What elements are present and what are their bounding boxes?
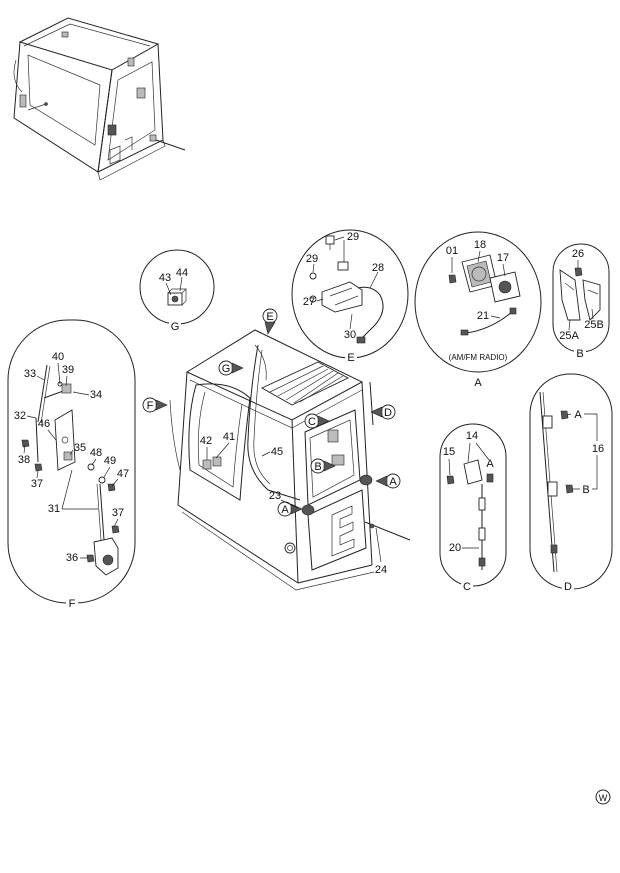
view-marker-b: B — [310, 458, 336, 474]
roof-hatch — [261, 361, 349, 406]
detail-view-d: A 16 B D — [529, 373, 613, 593]
callout-30: 30 — [344, 329, 356, 341]
callout-b: B — [582, 484, 589, 496]
view-marker-d: D — [370, 404, 396, 420]
callout-34: 34 — [90, 389, 102, 401]
callout-20: 20 — [449, 542, 461, 554]
detail-view-b: 26 25A 25B B — [552, 243, 610, 360]
callout-40: 40 — [52, 351, 64, 363]
view-marker-e: E — [262, 308, 278, 335]
callout-25b: 25B — [584, 319, 604, 331]
marker-label: A — [281, 504, 289, 516]
callout-37-lower: 37 — [112, 507, 124, 519]
callout-48: 48 — [90, 447, 102, 459]
callout-27: 27 — [303, 296, 315, 308]
view-marker-f: F — [142, 397, 168, 413]
detail-view-a: 01 18 17 21 (AM/FM RADIO) A — [414, 231, 542, 389]
callout-35: 35 — [74, 442, 86, 454]
callout-23: 23 — [269, 490, 281, 502]
marker-label: B — [314, 461, 321, 473]
detail-view-f: 33 40 39 34 32 46 38 35 48 49 37 47 31 3… — [7, 319, 136, 610]
view-tag-e: E — [347, 352, 354, 364]
callout-25a: 25A — [559, 330, 579, 342]
view-tag-f: F — [69, 598, 76, 610]
callout-49: 49 — [104, 455, 116, 467]
callout-45: 45 — [271, 446, 283, 458]
view-tag-a: A — [474, 377, 482, 389]
callout-14: 14 — [466, 430, 478, 442]
detail-view-e: 29 29 28 27 30 E — [291, 229, 409, 364]
view-tag-d: D — [564, 581, 572, 593]
callout-37-upper: 37 — [31, 478, 43, 490]
marker-label: G — [222, 363, 231, 375]
callout-16: 16 — [592, 443, 604, 455]
main-callouts: 42 41 45 23 24 — [200, 431, 387, 576]
callout-39: 39 — [62, 364, 74, 376]
detail-view-g: 43 44 G — [139, 249, 215, 333]
callout-38: 38 — [18, 454, 30, 466]
callout-24: 24 — [375, 564, 387, 576]
main-cab-assembly — [169, 329, 411, 591]
marker-label: D — [384, 407, 392, 419]
callout-21: 21 — [477, 310, 489, 322]
callout-26: 26 — [572, 248, 584, 260]
callout-41: 41 — [223, 431, 235, 443]
marker-label: A — [389, 476, 397, 488]
callout-33: 33 — [24, 368, 36, 380]
view-note-am-fm-radio: (AM/FM RADIO) — [449, 353, 508, 362]
callout-29-top: 29 — [347, 231, 359, 243]
cab-thumbnail — [13, 17, 186, 181]
watermark-badge: W — [595, 789, 611, 805]
callout-a: A — [486, 458, 494, 470]
watermark-letter: W — [599, 793, 608, 803]
callout-18: 18 — [474, 239, 486, 251]
view-tag-g: G — [171, 321, 180, 333]
view-marker-c: C — [304, 413, 330, 429]
callout-15: 15 — [443, 446, 455, 458]
callout-a: A — [574, 409, 582, 421]
callout-01: 01 — [446, 245, 458, 257]
callout-29-left: 29 — [306, 253, 318, 265]
marker-label: C — [308, 416, 316, 428]
callout-47: 47 — [117, 468, 129, 480]
callout-31: 31 — [48, 503, 60, 515]
callout-28: 28 — [372, 262, 384, 274]
callout-36: 36 — [66, 552, 78, 564]
view-marker-g: G — [218, 360, 244, 376]
marker-label: E — [266, 311, 273, 323]
callout-32: 32 — [14, 410, 26, 422]
view-tag-c: C — [463, 581, 471, 593]
view-marker-a-right: A — [375, 473, 401, 489]
marker-label: F — [147, 400, 154, 412]
callout-44: 44 — [176, 267, 188, 279]
callout-46: 46 — [38, 418, 50, 430]
callout-17: 17 — [497, 252, 509, 264]
view-tag-b: B — [576, 348, 583, 360]
callout-42: 42 — [200, 435, 212, 447]
detail-view-c: 14 15 A 20 C — [439, 423, 507, 593]
callout-43: 43 — [159, 272, 171, 284]
